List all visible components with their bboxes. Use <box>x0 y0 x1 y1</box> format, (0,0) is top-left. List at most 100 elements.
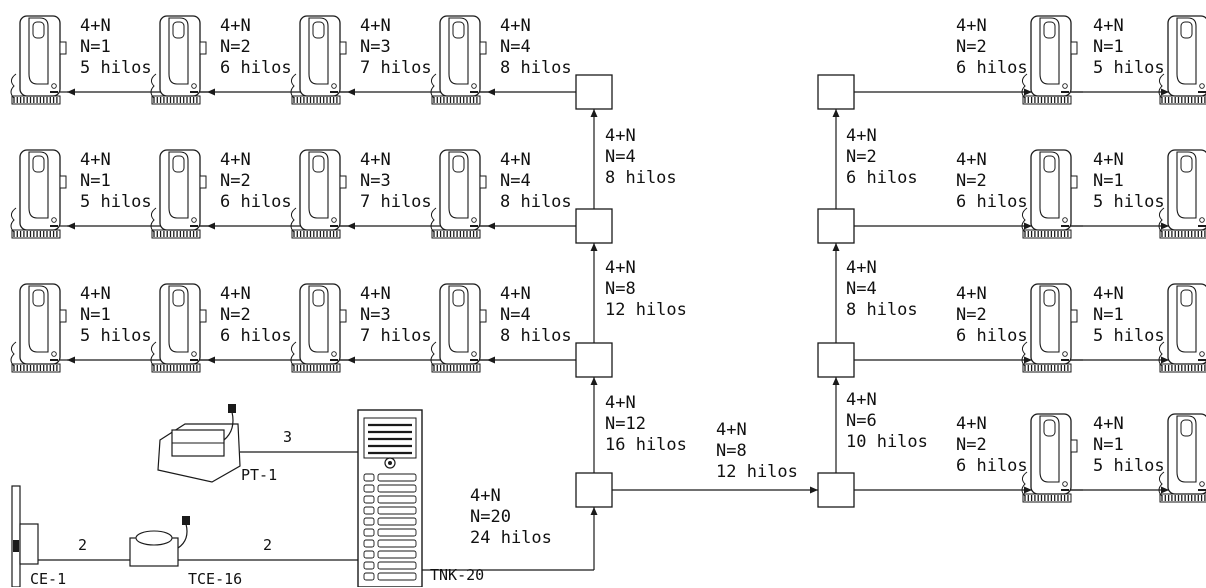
strike-plate <box>11 485 21 587</box>
speaker-slot <box>312 155 325 173</box>
door-button <box>331 83 337 89</box>
wire-arrow <box>67 356 75 364</box>
wire-label-line: 4+N <box>80 16 111 36</box>
wire-arrow <box>487 222 495 230</box>
riser-label-line: 10 hilos <box>846 432 928 452</box>
hook-switch <box>199 175 207 189</box>
wire-label-line: 4+N <box>220 150 251 170</box>
wire-arrow <box>1024 222 1032 230</box>
speaker-slot <box>32 289 45 307</box>
earpiece-outline <box>1039 17 1060 85</box>
speaker-slot <box>172 155 185 173</box>
wire-label-line: 4+N <box>1093 16 1124 36</box>
door-button <box>1199 351 1205 357</box>
hook-switch <box>199 309 207 323</box>
coiled-cord <box>150 73 157 99</box>
door-button <box>331 351 337 357</box>
wire-label-line: 4+N <box>360 284 391 304</box>
junction-box <box>575 208 613 244</box>
handset <box>430 149 492 239</box>
coiled-cord <box>430 73 437 99</box>
brand-mark <box>1198 225 1206 227</box>
wire-label-line: 7 hilos <box>360 192 432 212</box>
riser-label-line: 6 hilos <box>846 168 918 188</box>
wire-label-line: 4+N <box>500 284 531 304</box>
base-plate <box>11 95 61 105</box>
base-plate <box>431 363 481 373</box>
coiled-cord <box>1021 341 1028 367</box>
wire-label-line: 4+N <box>360 150 391 170</box>
earpiece-outline <box>1176 151 1197 219</box>
base-plate <box>1022 493 1072 503</box>
riser-arrow <box>590 243 598 251</box>
hook-switch <box>339 41 347 55</box>
brand-mark <box>1061 225 1069 227</box>
riser-label-line: 12 hilos <box>605 300 687 320</box>
base-plate <box>1159 363 1206 373</box>
brand-mark <box>470 91 478 93</box>
riser-arrow <box>832 109 840 117</box>
lock-body <box>19 523 39 565</box>
wire-label-line: N=1 <box>1093 435 1124 455</box>
wire-label-line: N=3 <box>360 37 391 57</box>
door-button <box>1062 83 1068 89</box>
door-button <box>191 83 197 89</box>
wire-arrow <box>67 88 75 96</box>
wire-label-line: N=4 <box>500 305 531 325</box>
wire-label-line: 6 hilos <box>956 58 1028 78</box>
base-plate <box>151 363 201 373</box>
coiled-cord <box>1158 73 1165 99</box>
door-button <box>1199 217 1205 223</box>
brand-mark <box>50 359 58 361</box>
wire-label-line: 4+N <box>80 150 111 170</box>
speaker-slot <box>172 289 185 307</box>
wire-count-label: 2 <box>78 536 88 554</box>
wire-label-line: 6 hilos <box>956 326 1028 346</box>
wire-arrow <box>1024 486 1032 494</box>
call-button <box>363 517 375 526</box>
speaker-slot <box>1180 419 1193 437</box>
wire-arrow <box>1161 222 1169 230</box>
door-button <box>191 351 197 357</box>
wire-label-line: 5 hilos <box>80 326 152 346</box>
coiled-cord <box>150 341 157 367</box>
wire-count-label: 3 <box>283 428 293 446</box>
earpiece-outline <box>168 285 189 353</box>
name-card <box>377 484 417 493</box>
panel-frame <box>357 409 423 587</box>
base-plate <box>1022 363 1072 373</box>
coiled-cord <box>10 73 17 99</box>
junction-box <box>817 342 855 378</box>
speaker-slot <box>1043 155 1056 173</box>
earpiece-outline <box>448 285 469 353</box>
wire-label-line: N=1 <box>1093 305 1124 325</box>
plug-icon <box>182 516 190 525</box>
riser-arrow <box>590 109 598 117</box>
wire-label-line: N=1 <box>80 171 111 191</box>
riser-label-line: 4+N <box>605 258 636 278</box>
earpiece-outline <box>28 151 49 219</box>
door-button <box>1062 217 1068 223</box>
trunk-label-line: 12 hilos <box>716 462 798 482</box>
door-button <box>51 83 57 89</box>
brand-mark <box>190 91 198 93</box>
wire-label-line: 5 hilos <box>1093 456 1165 476</box>
riser-label-line: N=2 <box>846 147 877 167</box>
trunk-label-line: 4+N <box>470 486 501 506</box>
mains-cord <box>177 523 188 549</box>
name-card <box>377 550 417 559</box>
brand-mark <box>50 91 58 93</box>
handset <box>1158 15 1206 105</box>
earpiece-outline <box>448 151 469 219</box>
brand-mark <box>330 359 338 361</box>
handset <box>10 15 72 105</box>
